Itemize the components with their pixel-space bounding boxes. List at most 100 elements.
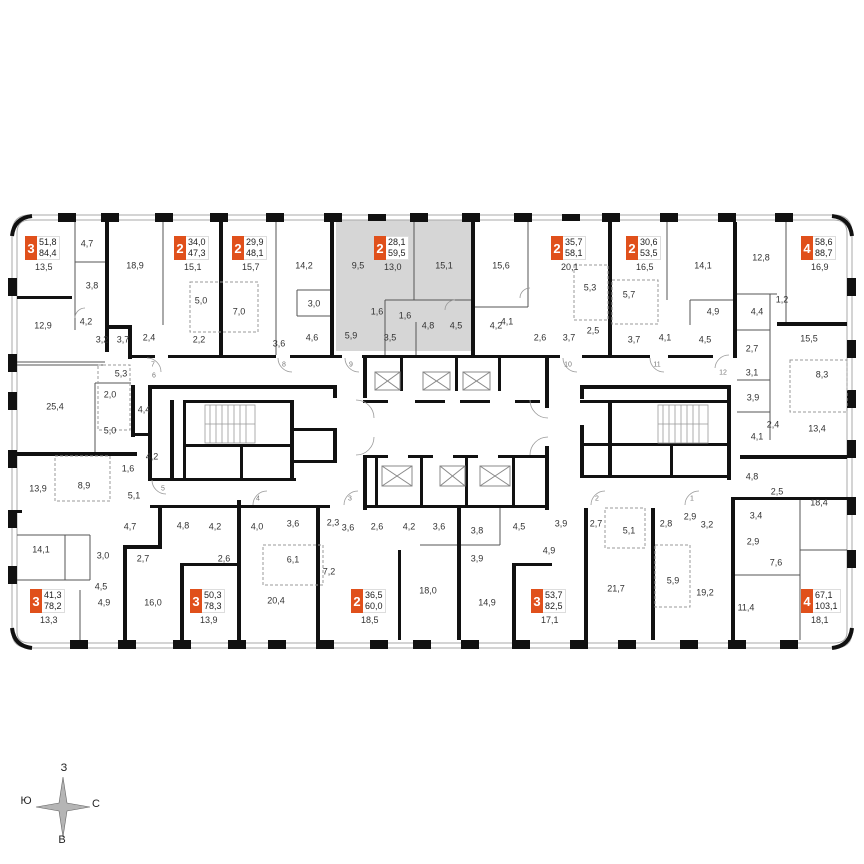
facade-columns <box>8 213 856 649</box>
room-area-label: 2,6 <box>370 521 384 532</box>
stairs <box>204 404 709 444</box>
room-area-label: 15,1 <box>435 260 453 271</box>
room-area-label: 3,9 <box>746 392 760 403</box>
room-area-label: 18,0 <box>419 585 437 596</box>
room-area-label: 3,8 <box>85 280 99 291</box>
room-area-label: 3,0 <box>307 298 321 309</box>
room-area-label: 1,2 <box>775 294 789 305</box>
room-area-label: 13,4 <box>808 423 826 434</box>
room-area-label: 4,0 <box>250 521 264 532</box>
room-area-label: 3,6 <box>341 522 355 533</box>
door-number: 12 <box>719 369 727 377</box>
main-room-area: 13,3 <box>40 615 58 625</box>
room-area-label: 4,5 <box>698 334 712 345</box>
main-room-area: 20,1 <box>561 262 579 272</box>
door-number: 5 <box>161 485 165 493</box>
room-area-label: 4,7 <box>123 521 137 532</box>
room-area-label: 4,9 <box>97 597 111 608</box>
room-area-label: 3,2 <box>700 519 714 530</box>
room-area-label: 3,6 <box>272 338 286 349</box>
door-number: 9 <box>349 361 353 369</box>
room-area-label: 4,6 <box>305 332 319 343</box>
room-area-label: 5,0 <box>103 425 117 436</box>
room-area-label: 4,7 <box>80 238 94 249</box>
room-area-label: 2,5 <box>770 486 784 497</box>
room-area-label: 19,2 <box>696 587 714 598</box>
room-area-label: 3,6 <box>286 518 300 529</box>
room-area-label: 18,4 <box>810 497 828 508</box>
main-room-area: 15,7 <box>242 262 260 272</box>
room-area-label: 3,7 <box>116 334 130 345</box>
room-area-label: 2,7 <box>589 518 603 529</box>
room-area-label: 1,6 <box>370 306 384 317</box>
room-area-label: 20,4 <box>267 595 285 606</box>
rooms-count: 2 <box>174 236 186 260</box>
room-area-label: 4,4 <box>137 404 151 415</box>
room-area-label: 3,6 <box>432 521 446 532</box>
room-area-label: 4,2 <box>145 451 159 462</box>
room-area-label: 8,3 <box>815 369 829 380</box>
room-area-label: 5,1 <box>127 490 141 501</box>
room-area-label: 4,5 <box>94 581 108 592</box>
room-area-label: 16,0 <box>144 597 162 608</box>
rooms-count: 3 <box>190 589 202 613</box>
room-area-label: 15,6 <box>492 260 510 271</box>
room-area-label: 8,9 <box>77 480 91 491</box>
rooms-count: 2 <box>374 236 386 260</box>
room-area-label: 12,9 <box>34 320 52 331</box>
thin-partitions <box>17 222 847 640</box>
main-room-area: 17,1 <box>541 615 559 625</box>
room-area-label: 9,5 <box>351 260 365 271</box>
room-area-label: 3,2 <box>95 334 109 345</box>
room-area-label: 1,6 <box>398 310 412 321</box>
door-number: 8 <box>282 361 286 369</box>
room-area-label: 14,1 <box>694 260 712 271</box>
room-area-label: 2,6 <box>217 553 231 564</box>
rooms-count: 3 <box>531 589 543 613</box>
room-area-label: 5,3 <box>114 368 128 379</box>
room-area-label: 4,9 <box>542 545 556 556</box>
room-area-label: 14,1 <box>32 544 50 555</box>
rooms-count: 2 <box>551 236 563 260</box>
structural-walls <box>17 222 847 640</box>
main-room-area: 16,5 <box>636 262 654 272</box>
door-swings <box>74 287 730 506</box>
main-room-area: 18,5 <box>361 615 379 625</box>
room-area-label: 2,4 <box>766 419 780 430</box>
door-number: 11 <box>653 361 661 369</box>
compass-rose <box>35 776 91 838</box>
door-number: 7 <box>151 361 155 369</box>
room-area-label: 5,0 <box>194 295 208 306</box>
room-area-label: 4,8 <box>421 320 435 331</box>
door-number: 3 <box>348 495 352 503</box>
room-area-label: 2,9 <box>683 511 697 522</box>
room-area-label: 4,2 <box>402 521 416 532</box>
room-area-label: 7,6 <box>769 557 783 568</box>
room-area-label: 5,7 <box>622 289 636 300</box>
door-number: 4 <box>256 495 260 503</box>
compass-south-label: В <box>58 834 66 846</box>
room-area-label: 4,9 <box>706 306 720 317</box>
rooms-count: 4 <box>801 236 813 260</box>
kitchen-zones <box>54 264 848 608</box>
room-area-label: 3,9 <box>470 553 484 564</box>
door-number: 2 <box>595 495 599 503</box>
